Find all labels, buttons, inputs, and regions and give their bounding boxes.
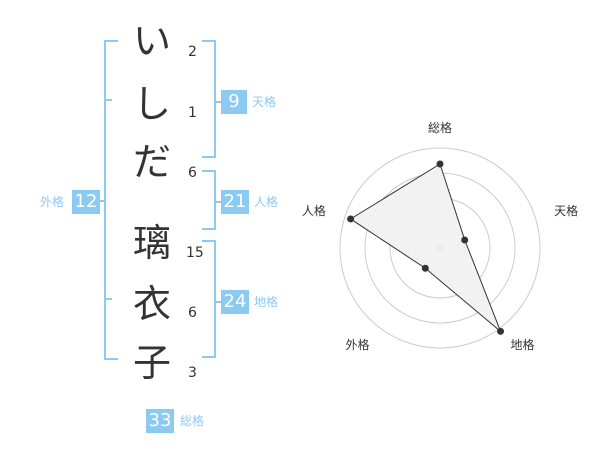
- radar-grid-ring-4: [339, 147, 541, 349]
- tenkaku-bracket-top: [202, 40, 216, 42]
- gaikaku-label: 外格: [40, 195, 65, 209]
- jinkaku-bracket-bottom: [202, 228, 216, 230]
- radar-axis-label-2: 天格: [554, 203, 578, 218]
- name-char-4: 璃: [132, 221, 171, 265]
- jinkaku-bracket-vline: [214, 170, 216, 230]
- radar-point-4: [421, 264, 429, 272]
- name-char-2: し: [132, 82, 171, 126]
- gaikaku-bracket-top: [104, 40, 118, 42]
- name-char-3: だ: [132, 140, 171, 184]
- stroke-count-1: 2: [188, 44, 197, 60]
- tenkaku-bracket-vline: [214, 40, 216, 158]
- tenkaku-label: 天格: [252, 95, 277, 109]
- name-char-5: 衣: [132, 282, 171, 326]
- soukaku-value-badge: 33: [146, 409, 174, 433]
- chikaku-bracket-bottom: [202, 356, 216, 358]
- radar-axis-label-3: 地格: [511, 337, 535, 352]
- gaikaku-bracket-tick-upper: [104, 99, 112, 101]
- jinkaku-label: 人格: [254, 195, 279, 209]
- radar-axis-label-5: 人格: [302, 203, 326, 218]
- jinkaku-value-badge: 21: [221, 190, 249, 214]
- chikaku-bracket-top: [202, 240, 216, 242]
- chikaku-value-badge: 24: [221, 290, 249, 314]
- jinkaku-bracket-connector: [214, 201, 222, 203]
- soukaku-label: 総格: [180, 414, 205, 428]
- stroke-count-2: 1: [188, 105, 197, 121]
- name-char-1: い: [132, 19, 171, 63]
- stroke-count-6: 3: [188, 365, 197, 381]
- gaikaku-bracket-tick-lower: [104, 298, 112, 300]
- gaikaku-bracket-connector: [98, 200, 106, 202]
- gaikaku-bracket-bottom: [104, 358, 118, 360]
- radar-point-5: [347, 215, 355, 223]
- stroke-count-5: 6: [188, 305, 197, 321]
- radar-point-2: [461, 236, 469, 244]
- chikaku-label: 地格: [254, 295, 279, 309]
- jinkaku-bracket-top: [202, 170, 216, 172]
- stroke-count-4: 15: [186, 245, 204, 261]
- radar-axis-label-1: 総格: [428, 120, 452, 135]
- gaikaku-value-badge: 12: [72, 190, 100, 214]
- radar-point-1: [436, 160, 444, 168]
- tenkaku-bracket-connector: [214, 101, 222, 103]
- stroke-count-3: 6: [188, 165, 197, 181]
- tenkaku-value-badge: 9: [221, 90, 247, 114]
- radar-data-polygon: [349, 163, 502, 332]
- radar-axis-label-4: 外格: [345, 337, 369, 352]
- radar-point-3: [497, 327, 505, 335]
- tenkaku-bracket-bottom: [202, 156, 216, 158]
- chikaku-bracket-connector: [214, 301, 222, 303]
- chikaku-bracket-vline: [214, 240, 216, 358]
- name-char-6: 子: [132, 341, 171, 385]
